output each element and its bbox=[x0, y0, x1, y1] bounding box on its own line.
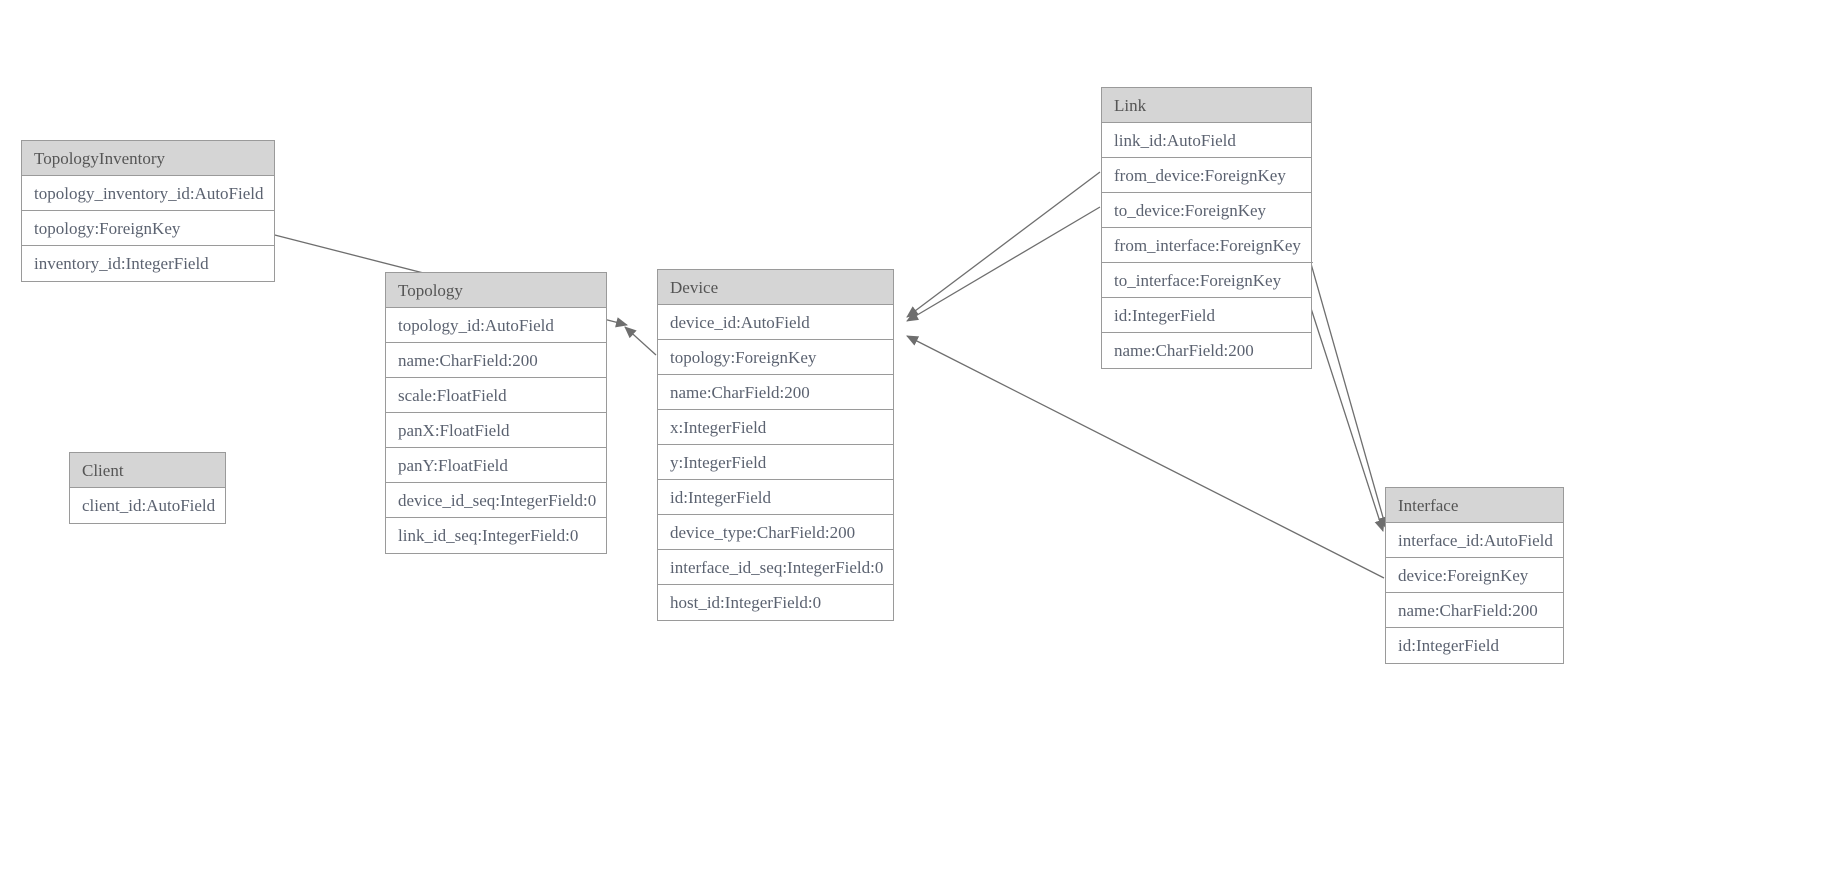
entity-topology[interactable]: Topology topology_id:AutoField name:Char… bbox=[385, 272, 607, 554]
edge-link-from-device bbox=[906, 171, 1101, 318]
entity-field: interface_id:AutoField bbox=[1386, 523, 1563, 558]
entity-field: panX:FloatField bbox=[386, 413, 606, 448]
entity-title: Client bbox=[70, 453, 225, 488]
entity-title: Topology bbox=[386, 273, 606, 308]
entity-field: inventory_id:IntegerField bbox=[34, 254, 209, 273]
entity-field: id:IntegerField bbox=[1398, 636, 1500, 655]
entity-field: device:ForeignKey bbox=[1386, 558, 1563, 593]
entity-field: scale:FloatField bbox=[386, 378, 606, 413]
entity-field: interface_id_seq:IntegerField:0 bbox=[658, 550, 893, 585]
entity-field: from_interface:ForeignKey bbox=[1102, 228, 1313, 263]
entity-interface[interactable]: Interface interface_id:AutoField device:… bbox=[1385, 487, 1564, 664]
entity-field: from_device:ForeignKey bbox=[1102, 158, 1311, 193]
edge-link-from-interface bbox=[1301, 231, 1388, 529]
edge-interface-device bbox=[906, 335, 1385, 579]
entity-field: topology:ForeignKey bbox=[22, 211, 274, 246]
entity-title: Link bbox=[1102, 88, 1311, 123]
entity-field: topology_id:AutoField bbox=[386, 308, 606, 343]
entity-field: topology:ForeignKey bbox=[658, 340, 893, 375]
entity-field: name:CharField:200 bbox=[658, 375, 893, 410]
entity-client[interactable]: Client client_id:AutoField bbox=[69, 452, 226, 524]
entity-field: name:CharField:200 bbox=[1114, 341, 1254, 360]
entity-field: link_id:AutoField bbox=[1102, 123, 1311, 158]
entity-field: to_interface:ForeignKey bbox=[1102, 263, 1311, 298]
entity-link[interactable]: Link link_id:AutoField from_device:Forei… bbox=[1101, 87, 1313, 369]
entity-topologyinventory[interactable]: TopologyInventory topology_inventory_id:… bbox=[21, 140, 275, 282]
entity-field: topology_inventory_id:AutoField bbox=[22, 176, 274, 211]
entity-title: TopologyInventory bbox=[22, 141, 274, 176]
entity-device[interactable]: Device device_id:AutoField topology:Fore… bbox=[657, 269, 894, 621]
entity-field: device_type:CharField:200 bbox=[658, 515, 893, 550]
entity-field: host_id:IntegerField:0 bbox=[670, 593, 822, 612]
entity-field: id:IntegerField bbox=[658, 480, 893, 515]
edge-link-to-device bbox=[906, 206, 1101, 322]
entity-title: Device bbox=[658, 270, 893, 305]
entity-field: panY:FloatField bbox=[386, 448, 606, 483]
entity-field: id:IntegerField bbox=[1102, 298, 1311, 333]
entity-field: name:CharField:200 bbox=[386, 343, 606, 378]
entity-field: y:IntegerField bbox=[658, 445, 893, 480]
entity-field: to_device:ForeignKey bbox=[1102, 193, 1311, 228]
entity-field: device_id:AutoField bbox=[658, 305, 893, 340]
entity-field: link_id_seq:IntegerField:0 bbox=[398, 526, 579, 545]
entity-title: Interface bbox=[1386, 488, 1563, 523]
entity-field: device_id_seq:IntegerField:0 bbox=[386, 483, 606, 518]
entity-field: x:IntegerField bbox=[658, 410, 893, 445]
entity-field: client_id:AutoField bbox=[82, 496, 216, 515]
edge-device-topology bbox=[624, 326, 657, 356]
entity-field: name:CharField:200 bbox=[1386, 593, 1563, 628]
